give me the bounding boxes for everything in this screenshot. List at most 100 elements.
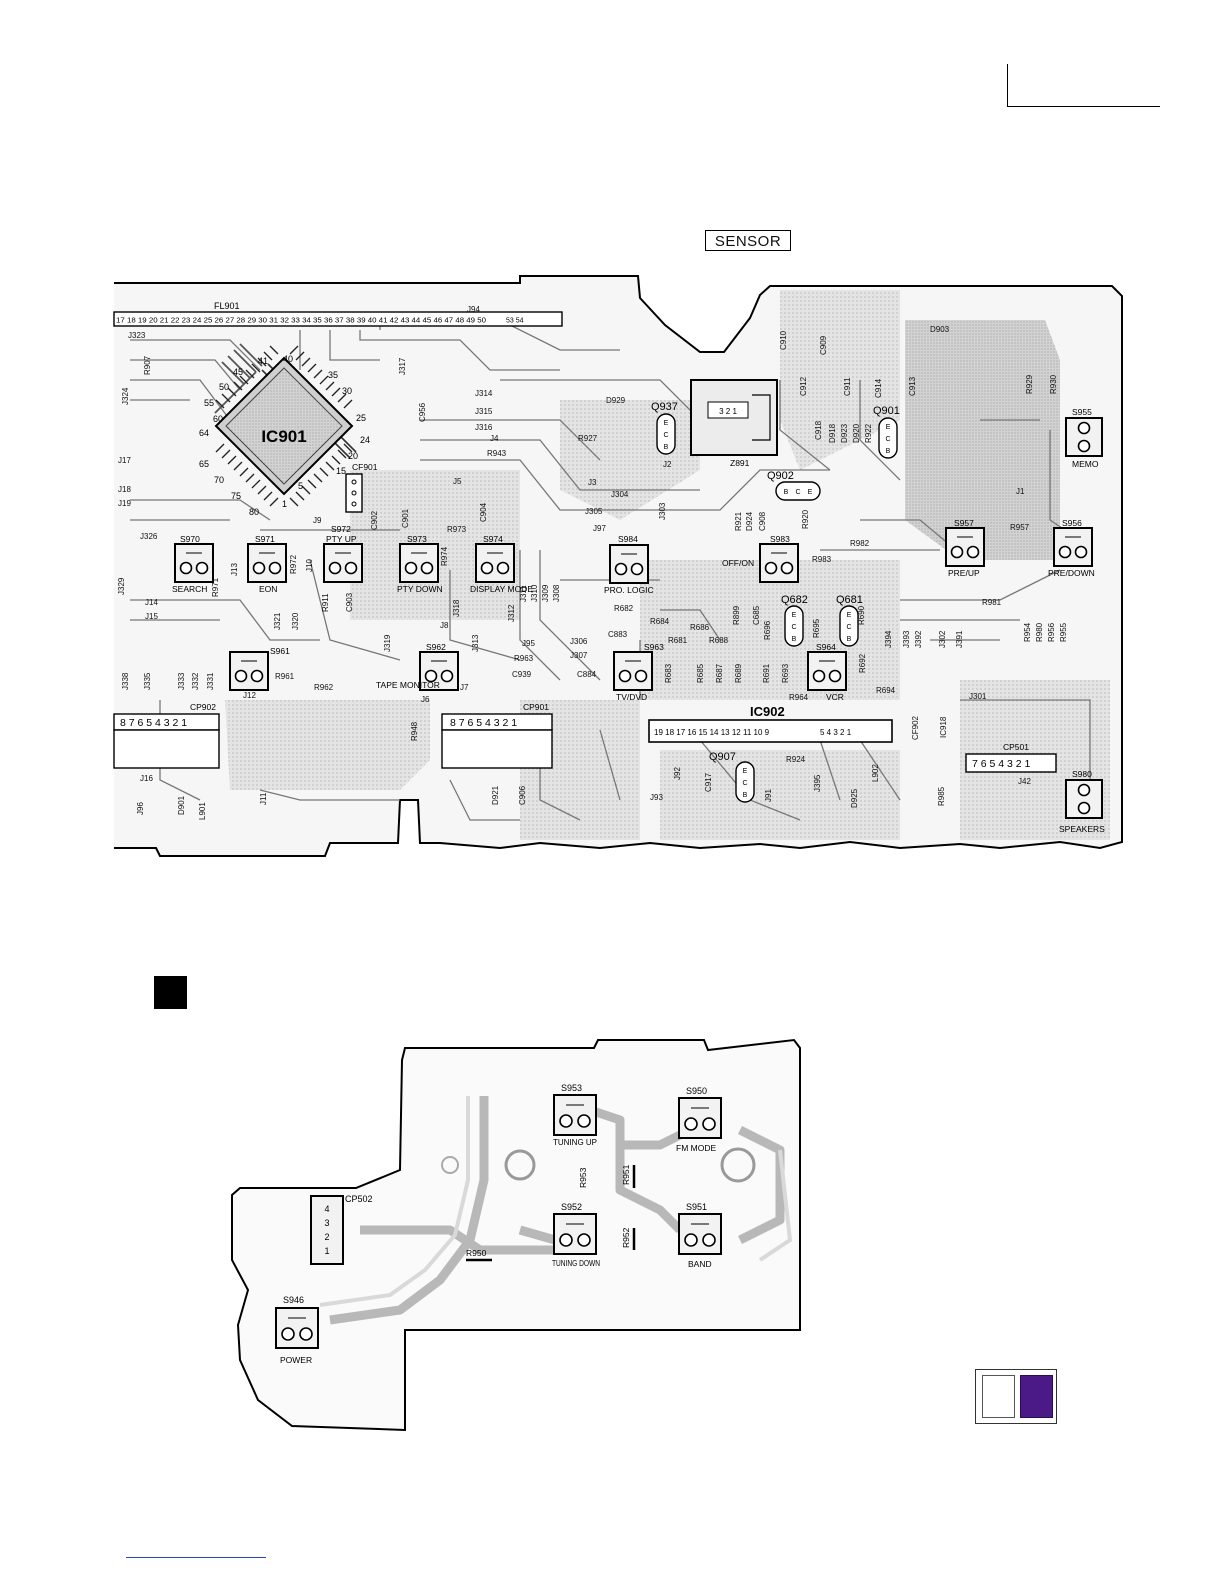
svg-text:R963: R963 [514,654,534,663]
switch-s964[interactable]: S964 VCR [807,642,847,702]
switch-s984[interactable]: S984 PRO. LOGIC [604,534,654,595]
svg-text:R692: R692 [858,653,867,673]
ic901-pin-label: 80 [249,507,259,517]
cf901-label: CF901 [352,462,378,472]
copper-zone [660,750,900,840]
svg-text:C884: C884 [577,670,597,679]
svg-text:E: E [743,768,748,775]
svg-text:C: C [791,624,796,631]
svg-text:C685: C685 [752,605,761,625]
svg-text:C904: C904 [479,502,488,522]
ic901-pin-label: 24 [360,435,370,445]
switch-s956[interactable]: S956 PRE/DOWN [1048,518,1095,578]
switch-s955[interactable]: S955 MEMO [1065,407,1103,469]
svg-text:CF902: CF902 [911,715,920,740]
corner-frame [1007,64,1160,107]
svg-text:J306: J306 [570,637,588,646]
svg-text:L902: L902 [871,764,880,782]
switch-id: S957 [954,518,974,528]
switch-id: S971 [255,534,275,544]
svg-text:R964: R964 [789,693,809,702]
svg-text:J12: J12 [243,691,256,700]
svg-text:J11: J11 [259,792,268,805]
cp501-connector: CP501 7 6 5 4 3 2 1 [965,742,1057,773]
svg-text:C908: C908 [758,511,767,531]
switch-s962[interactable]: S962 TAPE MONITOR [376,642,459,691]
svg-text:R957: R957 [1010,523,1030,532]
switch-s950[interactable]: S950 FM MODE [676,1086,722,1153]
switch-caption: SPEAKERS [1059,824,1105,834]
svg-text:C912: C912 [799,376,808,396]
switch-id: S980 [1072,769,1092,779]
switch-s963[interactable]: S963 TV/DVD [613,642,664,702]
svg-text:J304: J304 [611,490,629,499]
svg-text:J309: J309 [541,584,550,602]
svg-text:J10: J10 [305,559,314,572]
switch-s957[interactable]: S957 PRE/UP [945,518,985,578]
switch-s970[interactable]: S970 SEARCH [172,534,214,594]
fl901-pins: 17 18 19 20 21 22 23 24 25 26 27 28 29 3… [116,318,486,325]
svg-text:J18: J18 [118,485,131,494]
svg-text:J9: J9 [313,516,322,525]
ic901-pin-label: 1 [282,499,287,509]
svg-text:R920: R920 [801,509,810,529]
svg-text:8 7 6 5 4 3 2 1: 8 7 6 5 4 3 2 1 [120,717,187,729]
switch-caption: VCR [826,692,844,702]
svg-text:C: C [742,780,747,787]
ic901-pin-label: 60 [213,414,223,424]
copper-zone [225,700,430,790]
switch-s946[interactable]: S946 POWER [275,1295,319,1365]
svg-text:D903: D903 [930,325,950,334]
transistor-q682: ECB Q682 [781,594,808,647]
cf901-part [345,473,363,513]
board2-resistors: R953 R951 R952 R950 [466,1164,636,1262]
svg-text:R911: R911 [321,593,330,612]
ic901-label: IC901 [261,427,306,446]
svg-text:J318: J318 [452,599,461,617]
svg-text:J302: J302 [938,630,947,648]
svg-text:R948: R948 [410,721,419,741]
transistor-q907: ECB Q907 [709,751,755,803]
svg-text:R929: R929 [1025,374,1034,394]
switch-id: S964 [816,642,836,652]
svg-text:J96: J96 [136,802,145,815]
svg-text:R951: R951 [621,1164,631,1185]
svg-text:J319: J319 [383,634,392,652]
mounting-hole [720,1147,756,1183]
svg-text:R683: R683 [664,663,673,683]
svg-text:E: E [808,489,813,496]
switch-id: S962 [426,642,446,652]
ic901-package: IC901 41 40 45 35 50 30 55 25 60 24 64 2… [199,343,370,517]
ic901-pin-label: 15 [336,466,346,476]
switch-id: S983 [770,534,790,544]
switch-s983[interactable]: S983 OFF/ON [722,534,799,583]
svg-text:D923: D923 [840,423,849,443]
switch-s971[interactable]: S971 EON [247,534,287,594]
ic901-pin-label: 20 [348,451,358,461]
svg-text:S946: S946 [283,1295,304,1305]
svg-text:J338: J338 [121,672,130,690]
switch-caption: PTY DOWN [397,584,443,594]
svg-text:C: C [663,432,668,439]
svg-text:J91: J91 [764,789,773,802]
switch-s972[interactable]: S972 PTY UP [323,524,363,583]
svg-text:R686: R686 [690,623,710,632]
svg-text:J4: J4 [490,434,499,443]
switch-s952[interactable]: S952 TUNING DOWN [552,1202,600,1268]
svg-text:R694: R694 [876,686,896,695]
switch-s953[interactable]: S953 TUNING UP [553,1083,597,1147]
svg-text:C914: C914 [874,378,883,398]
switch-caption: SEARCH [172,584,207,594]
svg-text:C883: C883 [608,630,628,639]
svg-text:R907: R907 [143,355,152,375]
svg-text:R950: R950 [466,1248,487,1258]
svg-text:J7: J7 [460,683,469,692]
switch-s961[interactable]: S961 [229,646,290,691]
sensor-label: SENSOR [705,230,791,251]
svg-text:J14: J14 [145,598,158,607]
svg-text:R930: R930 [1049,374,1058,394]
switch-s973[interactable]: S973 PTY DOWN [397,534,443,594]
switch-s974[interactable]: S974 DISPLAY MODE [470,534,533,594]
switch-s951[interactable]: S951 BAND [678,1202,722,1269]
switch-s980[interactable]: S980 SPEAKERS [1059,769,1105,834]
